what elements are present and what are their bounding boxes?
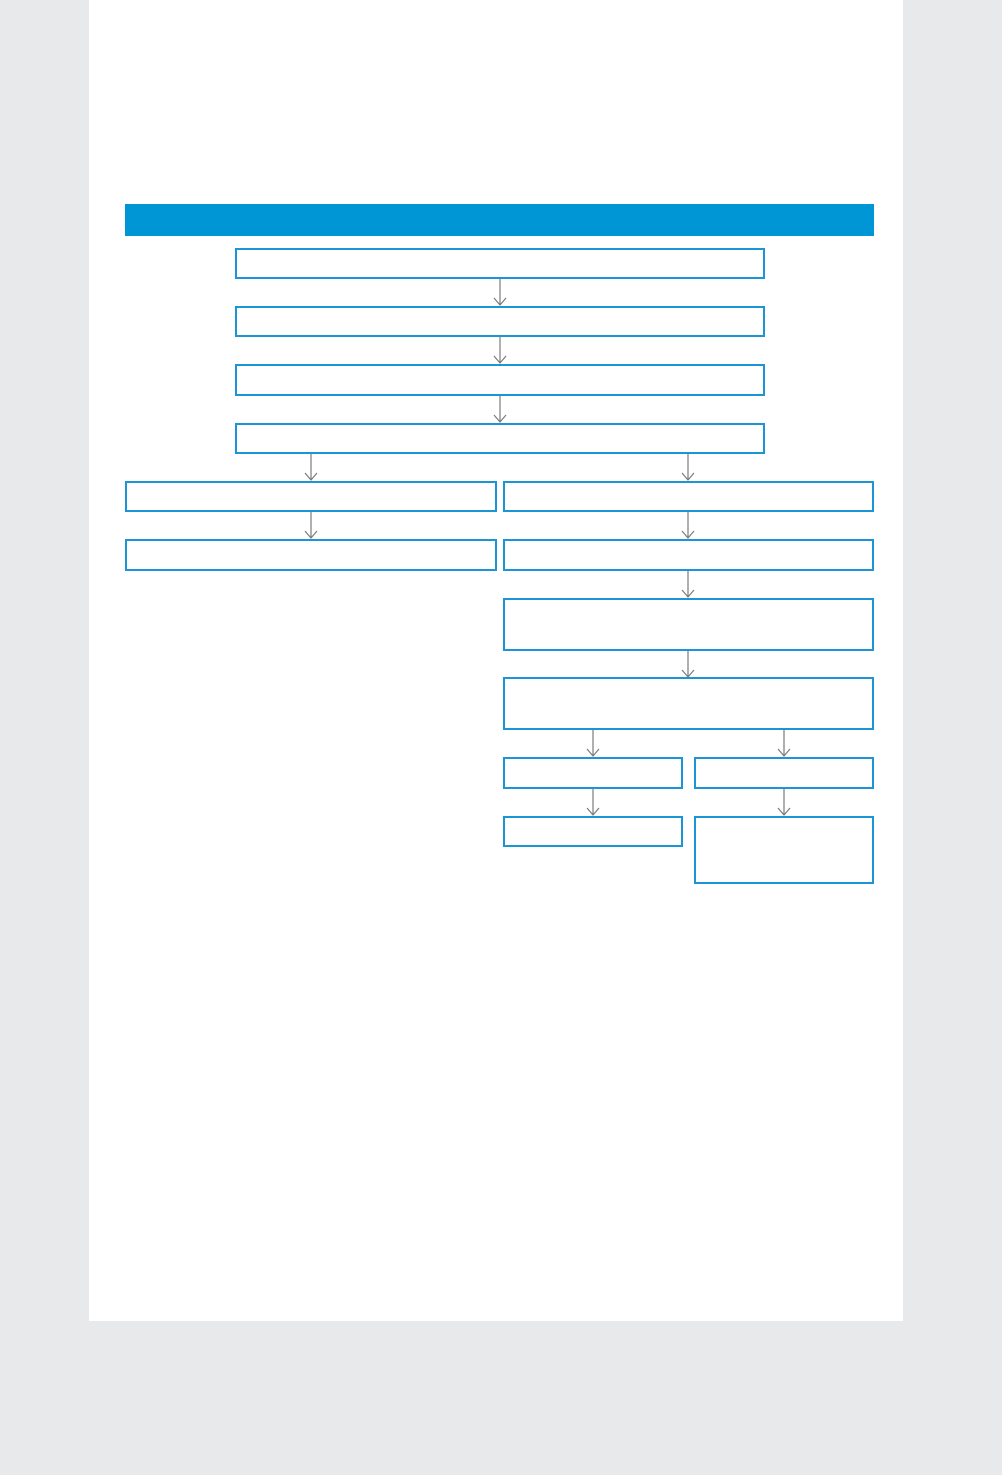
flow-box-sub-b-2 (694, 816, 874, 884)
flow-arrow (493, 396, 507, 423)
flow-arrow (586, 789, 600, 816)
flow-box-main-3 (235, 364, 765, 396)
flow-box-sub-a-2 (503, 816, 683, 847)
flow-arrow (777, 789, 791, 816)
flow-box-main-4 (235, 423, 765, 454)
flow-arrow (304, 512, 318, 539)
flow-box-right-2 (503, 539, 874, 571)
flow-arrow (681, 651, 695, 678)
flow-box-main-1 (235, 248, 765, 279)
flow-box-main-2 (235, 306, 765, 337)
flow-box-sub-a-1 (503, 757, 683, 789)
flow-arrow (493, 337, 507, 364)
flow-box-sub-b-1 (694, 757, 874, 789)
flow-arrow (493, 279, 507, 306)
header-bar (125, 204, 874, 236)
flow-box-right-1 (503, 481, 874, 512)
flow-box-left-1 (125, 481, 497, 512)
flow-arrow (777, 730, 791, 757)
page (89, 0, 903, 1321)
flow-arrow (681, 454, 695, 481)
flow-arrow (586, 730, 600, 757)
flow-box-right-4 (503, 677, 874, 730)
flow-arrow (304, 454, 318, 481)
flow-arrow (681, 571, 695, 598)
flow-box-left-2 (125, 539, 497, 571)
flow-arrow (681, 512, 695, 539)
flow-box-right-3 (503, 598, 874, 651)
